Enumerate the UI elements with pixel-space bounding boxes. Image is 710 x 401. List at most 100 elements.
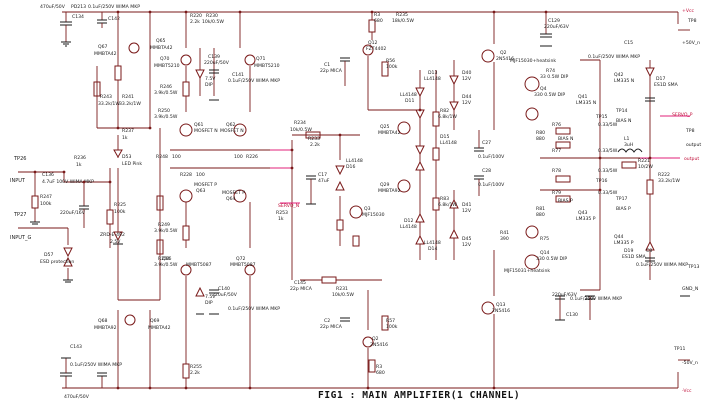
r74-val: 33 0.5W DIP bbox=[540, 74, 569, 80]
c27-val: 0.1uF/100V bbox=[478, 154, 505, 160]
c134-val: 470uF/50V bbox=[40, 4, 66, 10]
d41-label: D41 bbox=[462, 202, 471, 208]
tp14-label: TP14 bbox=[615, 108, 627, 114]
q3out-type: 2N5416 bbox=[496, 56, 514, 62]
pd213-label: PD213 bbox=[71, 4, 86, 10]
c134-label: C134 bbox=[72, 14, 84, 20]
r80-val: 880 bbox=[536, 136, 545, 142]
r237-val: 1k bbox=[122, 135, 128, 141]
r253-label: R253 bbox=[276, 210, 288, 216]
q65-type: MMBTA42 bbox=[150, 45, 173, 51]
r241-label: R241 bbox=[122, 94, 134, 100]
q13-type: 2N5416 bbox=[492, 308, 510, 314]
c137-val: 220uF/16V bbox=[60, 210, 86, 216]
r3b-val: 680 bbox=[376, 370, 385, 376]
d13-type: LL4148 bbox=[424, 76, 441, 82]
r81-val: 880 bbox=[536, 212, 545, 218]
c16-val: 0.1uF/250V WIMA MKP bbox=[570, 296, 622, 302]
r41-val: 390 bbox=[500, 236, 509, 242]
tp-bottom-label: TP11 bbox=[673, 346, 685, 352]
q29-type: MMBTA92 bbox=[378, 188, 401, 194]
d57-type: ESD protection bbox=[40, 259, 74, 265]
r79-val: 0.33/5W bbox=[598, 190, 618, 196]
r79-label: R79 bbox=[552, 190, 561, 196]
d57-label: D57 bbox=[44, 252, 53, 258]
d53-label: D53 bbox=[122, 154, 131, 160]
r82-label: R82 bbox=[440, 108, 449, 114]
r83-label: R83 bbox=[440, 196, 449, 202]
tp-top-label: TP8 bbox=[687, 18, 697, 24]
servo-p-label: SERVO_P bbox=[672, 112, 693, 118]
r78-val: 0.33/5W bbox=[598, 168, 618, 174]
c143-label: C143 bbox=[70, 344, 82, 350]
c1-val: 22p MICA bbox=[320, 68, 343, 74]
r3b-label: R3 bbox=[376, 364, 382, 370]
r3-label: R3 bbox=[374, 12, 380, 18]
bottom-decoupling bbox=[60, 357, 107, 388]
q68-label: Q68 bbox=[98, 318, 108, 324]
q66-type: MMBT5087 bbox=[186, 262, 212, 268]
d13-label: D13 bbox=[428, 70, 437, 76]
c1-label: C1 bbox=[324, 62, 330, 68]
q12-label: Q12 bbox=[368, 40, 378, 46]
d44-val: 12V bbox=[462, 100, 472, 106]
r82-val: 6.8k/1W bbox=[438, 114, 457, 120]
r57-label: R57 bbox=[386, 318, 395, 324]
input-tp: TP26 bbox=[13, 156, 26, 162]
c130-label: C130 bbox=[566, 312, 578, 318]
q72-label: Q72 bbox=[236, 256, 246, 262]
r75b-label: R75 bbox=[540, 236, 549, 242]
d16-type: LL4148 bbox=[346, 158, 363, 164]
r254-val: 3.9k/0.5W bbox=[154, 262, 178, 268]
q2-type: 2N5416 bbox=[370, 342, 388, 348]
output-label-2: output bbox=[684, 156, 699, 162]
output-stage-wires bbox=[481, 12, 690, 388]
c139-label: C139 bbox=[208, 54, 220, 60]
tp13-label: TP13 bbox=[687, 264, 699, 270]
d19-label: D19 bbox=[624, 248, 633, 254]
r222-val: 33.2k/1W bbox=[658, 178, 680, 184]
q13-label: Q13 bbox=[496, 302, 506, 308]
dz2-pkg: DIP bbox=[205, 300, 213, 306]
bias-p-label: BIAS P bbox=[558, 198, 573, 204]
r255-label: R255 bbox=[190, 364, 202, 370]
dz2-val: 7.5V bbox=[205, 294, 216, 300]
r248-val: 100 bbox=[172, 154, 181, 160]
c28-val: 0.1uF/100V bbox=[478, 182, 505, 188]
r243-label: R243 bbox=[100, 94, 112, 100]
q25-label: Q25 bbox=[380, 124, 390, 130]
c141-val: 0.1uF/250V WIMA MKP bbox=[228, 78, 280, 84]
r76-val: 0.33/5W bbox=[598, 122, 618, 128]
d11-label: D11 bbox=[405, 98, 414, 104]
r231-val: 10k/0.5W bbox=[332, 292, 354, 298]
r228-val: 100 bbox=[196, 172, 205, 178]
d14-type: LL4148 bbox=[424, 240, 441, 246]
d41-val: 12V bbox=[462, 208, 472, 214]
q29-label: Q29 bbox=[380, 182, 390, 188]
r78-label: R78 bbox=[552, 168, 561, 174]
c144-val: 470uF/50V bbox=[64, 394, 90, 400]
q3out-label: Q2 bbox=[500, 50, 507, 56]
c8-val: 0.1uF/250V WIMA MKP bbox=[636, 262, 688, 268]
figure-caption: FIG1 : MAIN AMPLIFIER(1 CHANNEL) bbox=[318, 390, 520, 401]
q14-label: Q14 bbox=[540, 250, 550, 256]
c142-label: C142 bbox=[108, 16, 120, 22]
c17-val: 47uF bbox=[318, 178, 330, 184]
d15-type: LL4148 bbox=[440, 140, 457, 146]
r225-val: 100k bbox=[114, 209, 126, 215]
q68-type: MMBTA92 bbox=[94, 325, 117, 331]
r249-label: R249 bbox=[158, 222, 170, 228]
d12-label: D12 bbox=[404, 218, 413, 224]
r255-val: 2.2k bbox=[190, 370, 200, 376]
r247-val: 100k bbox=[40, 201, 52, 207]
bias-n-label: BIAS N bbox=[616, 118, 631, 124]
c145-val: 22p MICA bbox=[290, 286, 313, 292]
r243-val: 33.2k/1W bbox=[98, 101, 120, 107]
tp17-label: TP17 bbox=[615, 196, 627, 202]
q66-label: Q66 bbox=[162, 256, 172, 262]
c140-val: 220uF/50V bbox=[212, 292, 238, 298]
rail-positive-label: +Vcc bbox=[682, 8, 695, 14]
r241-val: 33.2k/1W bbox=[119, 101, 141, 107]
d19-type: ES1D SMA bbox=[622, 254, 647, 260]
